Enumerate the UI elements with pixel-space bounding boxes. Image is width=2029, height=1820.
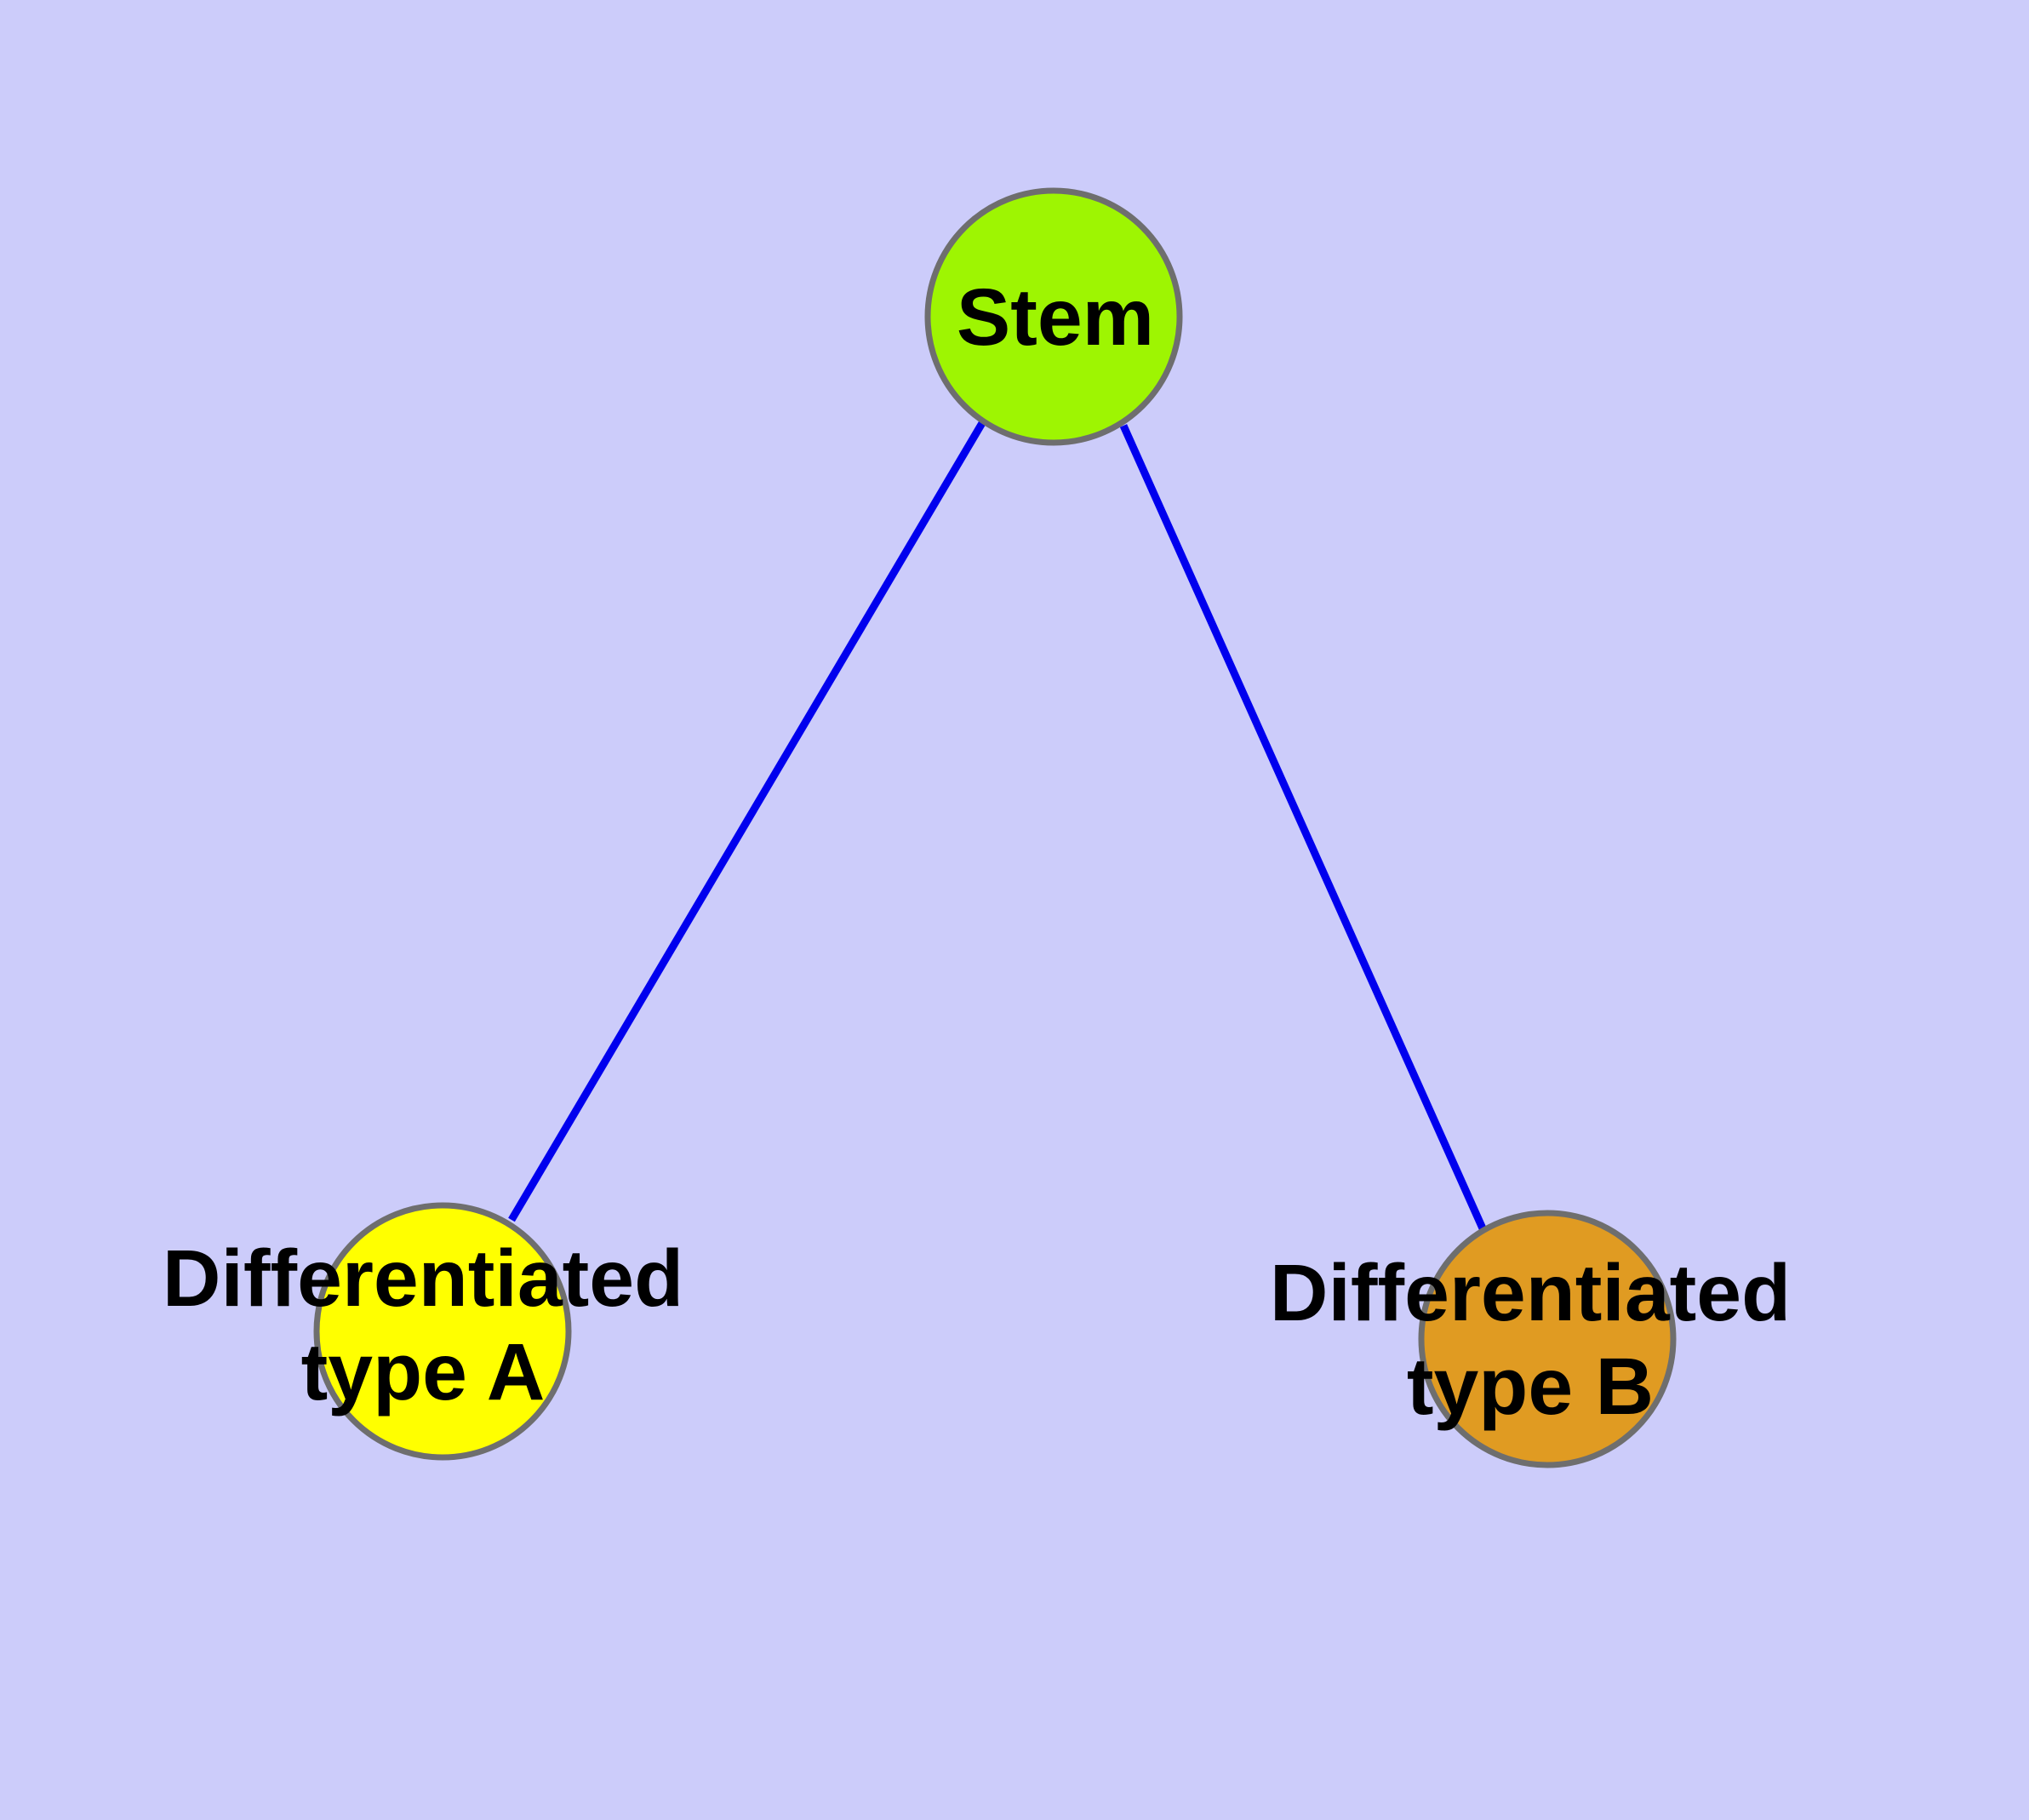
edge-stem-to-differentiated-type-a[interactable] xyxy=(508,421,986,1222)
node-differentiated-type-b-circle[interactable] xyxy=(1418,1210,1677,1468)
node-stem[interactable]: Stem xyxy=(924,187,1183,446)
node-differentiated-type-a-circle[interactable] xyxy=(313,1202,572,1461)
edge-stem-to-differentiated-type-b[interactable] xyxy=(1119,424,1487,1230)
edges-group xyxy=(508,421,1487,1230)
node-stem-label: Stem xyxy=(957,272,1154,363)
node-stem-circle[interactable] xyxy=(924,187,1183,446)
